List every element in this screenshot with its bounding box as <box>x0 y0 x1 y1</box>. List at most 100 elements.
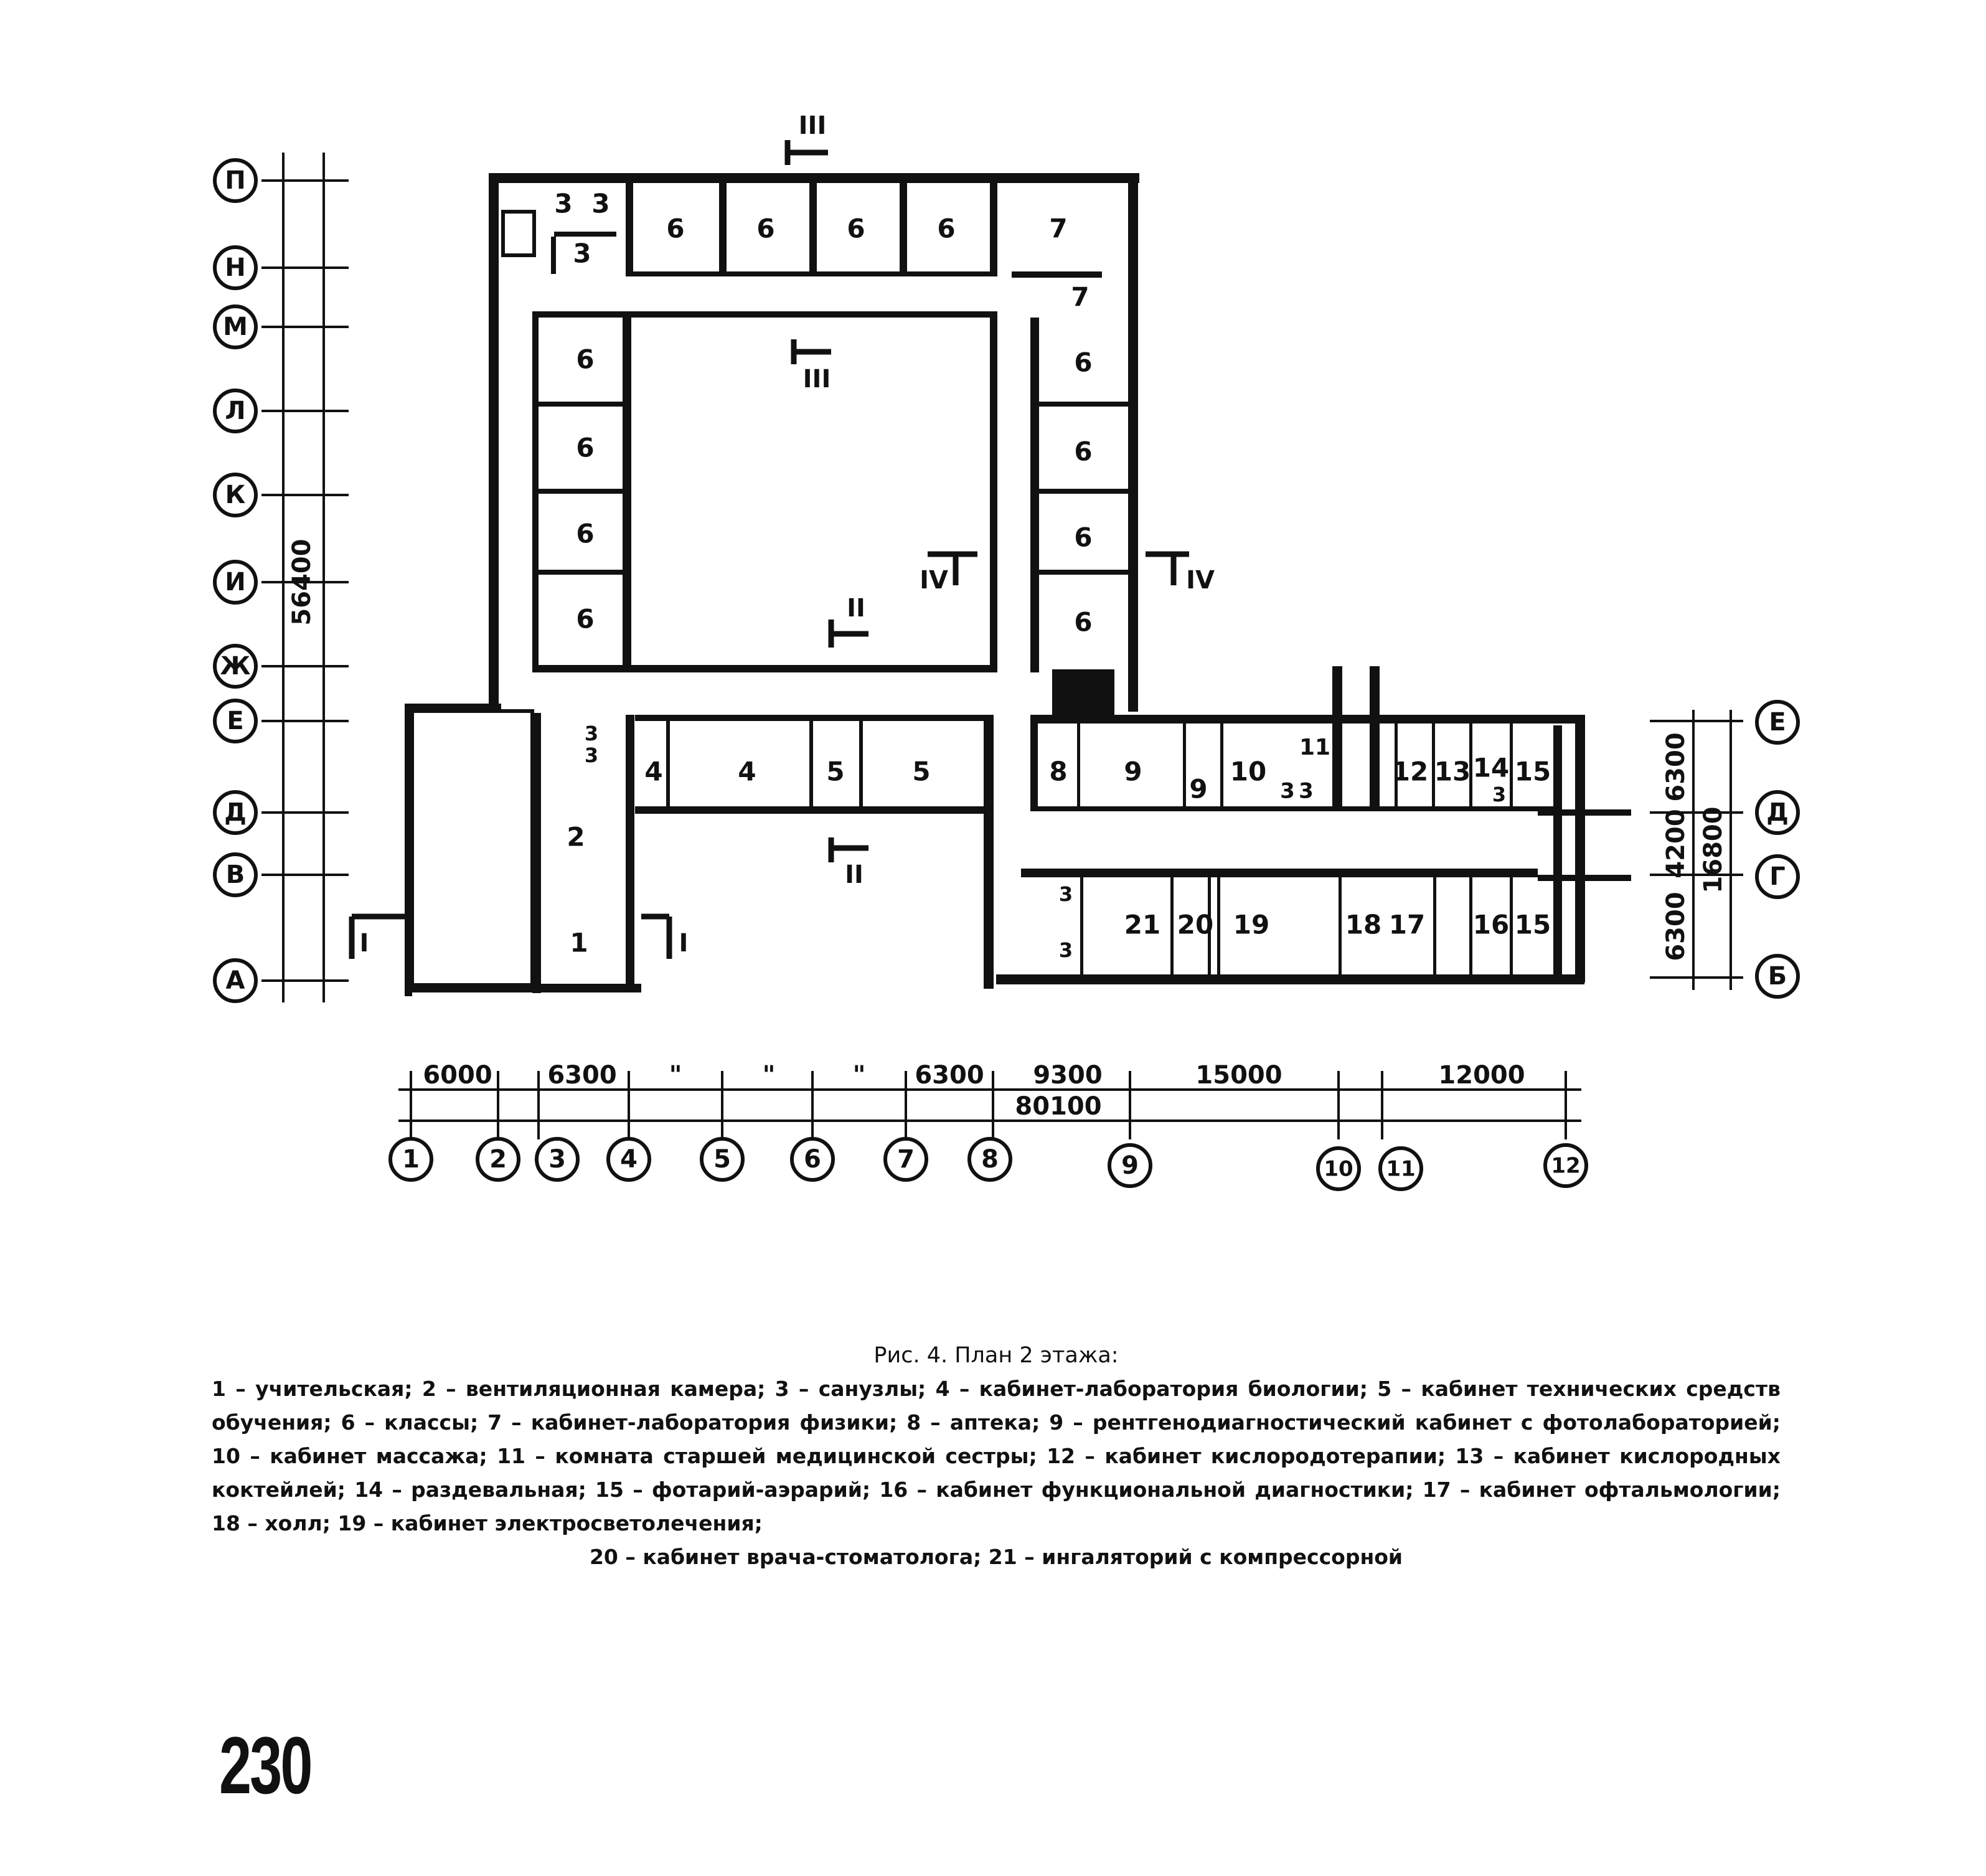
room-6-right-3: 6 <box>1074 522 1092 553</box>
section-marker-IV-right: IV <box>1146 551 1215 595</box>
axis-marker-right-Д: Д <box>1755 790 1800 835</box>
caption-legend-last-line: 20 – кабинет врача-стоматолога; 21 – инг… <box>589 1545 1403 1569</box>
room-6-left-2: 6 <box>576 433 594 463</box>
dim-bottom-15000: 15000 <box>1195 1061 1282 1090</box>
room-4-b: 4 <box>738 757 756 787</box>
room-18: 18 <box>1345 910 1381 940</box>
room-9: 9 <box>1124 757 1142 787</box>
room-6-right-4: 6 <box>1074 607 1092 638</box>
axis-marker-И: И <box>213 560 258 605</box>
room-3-10-b: 3 <box>1299 779 1314 804</box>
room-6-top-3: 6 <box>847 214 865 244</box>
axis-marker-К: К <box>213 473 258 517</box>
svg-text:10: 10 <box>1324 1157 1353 1182</box>
room-3-b: 3 <box>591 189 609 219</box>
section-marker-I-left: I <box>349 913 405 959</box>
room-1: 1 <box>570 928 588 958</box>
svg-text:IV: IV <box>1186 566 1215 595</box>
section-marker-IV-left: IV <box>920 551 977 595</box>
svg-text:3: 3 <box>548 1145 566 1174</box>
section-marker-II-top: II <box>828 594 868 648</box>
dim-bottom-ditto-3: " <box>853 1061 866 1090</box>
room-2: 2 <box>567 822 585 852</box>
axis-marker-col-10: 10 <box>1316 1146 1361 1191</box>
section-marker-I-right: I <box>641 913 689 959</box>
bottom-column-axes: 6000 6300 " " " 6300 9300 15000 12000 80… <box>388 1061 1588 1191</box>
room-6-right-2: 6 <box>1074 436 1092 467</box>
section-marker-III-inner: III <box>791 339 831 394</box>
room-15-bottom: 15 <box>1515 910 1551 940</box>
svg-text:И: И <box>225 568 245 596</box>
room-5-a: 5 <box>826 757 844 787</box>
svg-text:П: П <box>225 166 245 195</box>
room-12: 12 <box>1392 757 1428 787</box>
building-walls <box>405 173 1631 996</box>
svg-text:Д: Д <box>224 798 247 827</box>
axis-marker-col-8: 8 <box>967 1137 1012 1182</box>
axis-marker-col-5: 5 <box>700 1137 745 1182</box>
axis-marker-В: В <box>213 852 258 897</box>
section-marker-II-bottom: II <box>828 837 868 889</box>
axis-marker-Е: Е <box>213 699 258 743</box>
room-3-e-1: 3 <box>585 722 598 745</box>
room-21: 21 <box>1124 910 1160 940</box>
svg-text:В: В <box>226 860 245 889</box>
svg-text:Б: Б <box>1768 962 1787 991</box>
svg-text:I: I <box>360 929 369 958</box>
section-marker-III-top: III <box>784 111 828 165</box>
svg-text:2: 2 <box>489 1145 507 1174</box>
axis-marker-right-Е: Е <box>1755 700 1800 745</box>
axis-marker-col-3: 3 <box>535 1137 580 1182</box>
room-3-21-a: 3 <box>1059 882 1073 906</box>
right-row-axes: 6300 4200 6300 16800 Е Д Г Б <box>1650 700 1800 999</box>
room-20: 20 <box>1177 910 1213 940</box>
axis-marker-col-11: 11 <box>1378 1146 1423 1191</box>
room-7-top: 7 <box>1049 214 1067 244</box>
svg-text:I: I <box>679 929 689 958</box>
axis-marker-Л: Л <box>213 389 258 433</box>
svg-text:Д: Д <box>1766 798 1789 827</box>
dim-bottom-ditto-2: " <box>763 1061 776 1090</box>
svg-text:II: II <box>847 594 865 623</box>
dim-bottom-6000: 6000 <box>423 1061 492 1090</box>
room-17: 17 <box>1389 910 1425 940</box>
axis-marker-col-2: 2 <box>476 1137 520 1182</box>
caption-title: Рис. 4. План 2 этажа: <box>873 1343 1119 1368</box>
dim-bottom-9300: 9300 <box>1033 1061 1102 1090</box>
svg-text:6: 6 <box>804 1145 821 1174</box>
axis-marker-col-12: 12 <box>1543 1143 1588 1188</box>
svg-text:9: 9 <box>1121 1151 1139 1180</box>
svg-text:К: К <box>225 481 246 509</box>
svg-text:4: 4 <box>620 1145 638 1174</box>
dim-right-6300-bottom: 6300 <box>1662 892 1690 961</box>
axis-marker-П: П <box>213 158 258 203</box>
room-6-left-4: 6 <box>576 604 594 634</box>
svg-text:Л: Л <box>225 397 245 425</box>
room-6-top-4: 6 <box>937 214 955 244</box>
axis-marker-Н: Н <box>213 245 258 290</box>
room-19: 19 <box>1233 910 1269 940</box>
svg-text:Н: Н <box>225 253 245 282</box>
axis-marker-col-7: 7 <box>883 1137 928 1182</box>
svg-text:7: 7 <box>897 1145 915 1174</box>
room-3-a: 3 <box>554 189 572 219</box>
figure-caption: Рис. 4. План 2 этажа: 1 – учительская; 2… <box>212 1339 1781 1574</box>
section-markers: I I II II III III IV <box>349 111 1215 959</box>
axis-marker-Ж: Ж <box>213 644 258 689</box>
axis-marker-col-1: 1 <box>388 1137 433 1182</box>
dim-bottom-6300-a: 6300 <box>547 1061 616 1090</box>
room-8: 8 <box>1049 757 1067 787</box>
svg-text:Е: Е <box>1769 708 1786 737</box>
room-13: 13 <box>1434 757 1471 787</box>
dim-bottom-total: 80100 <box>1015 1092 1101 1121</box>
floor-plan-drawing: П Н М Л К И Ж Е Д В А 56400 <box>213 111 1800 1191</box>
room-5-b: 5 <box>912 757 930 787</box>
room-3-10-a: 3 <box>1280 779 1295 804</box>
svg-text:IV: IV <box>920 566 948 595</box>
room-3-c: 3 <box>573 238 591 269</box>
svg-text:12: 12 <box>1551 1154 1580 1179</box>
room-6-top-2: 6 <box>756 214 774 244</box>
room-6-left-3: 6 <box>576 519 594 549</box>
axis-marker-А: А <box>213 958 258 1003</box>
axis-marker-right-Б: Б <box>1755 954 1800 999</box>
